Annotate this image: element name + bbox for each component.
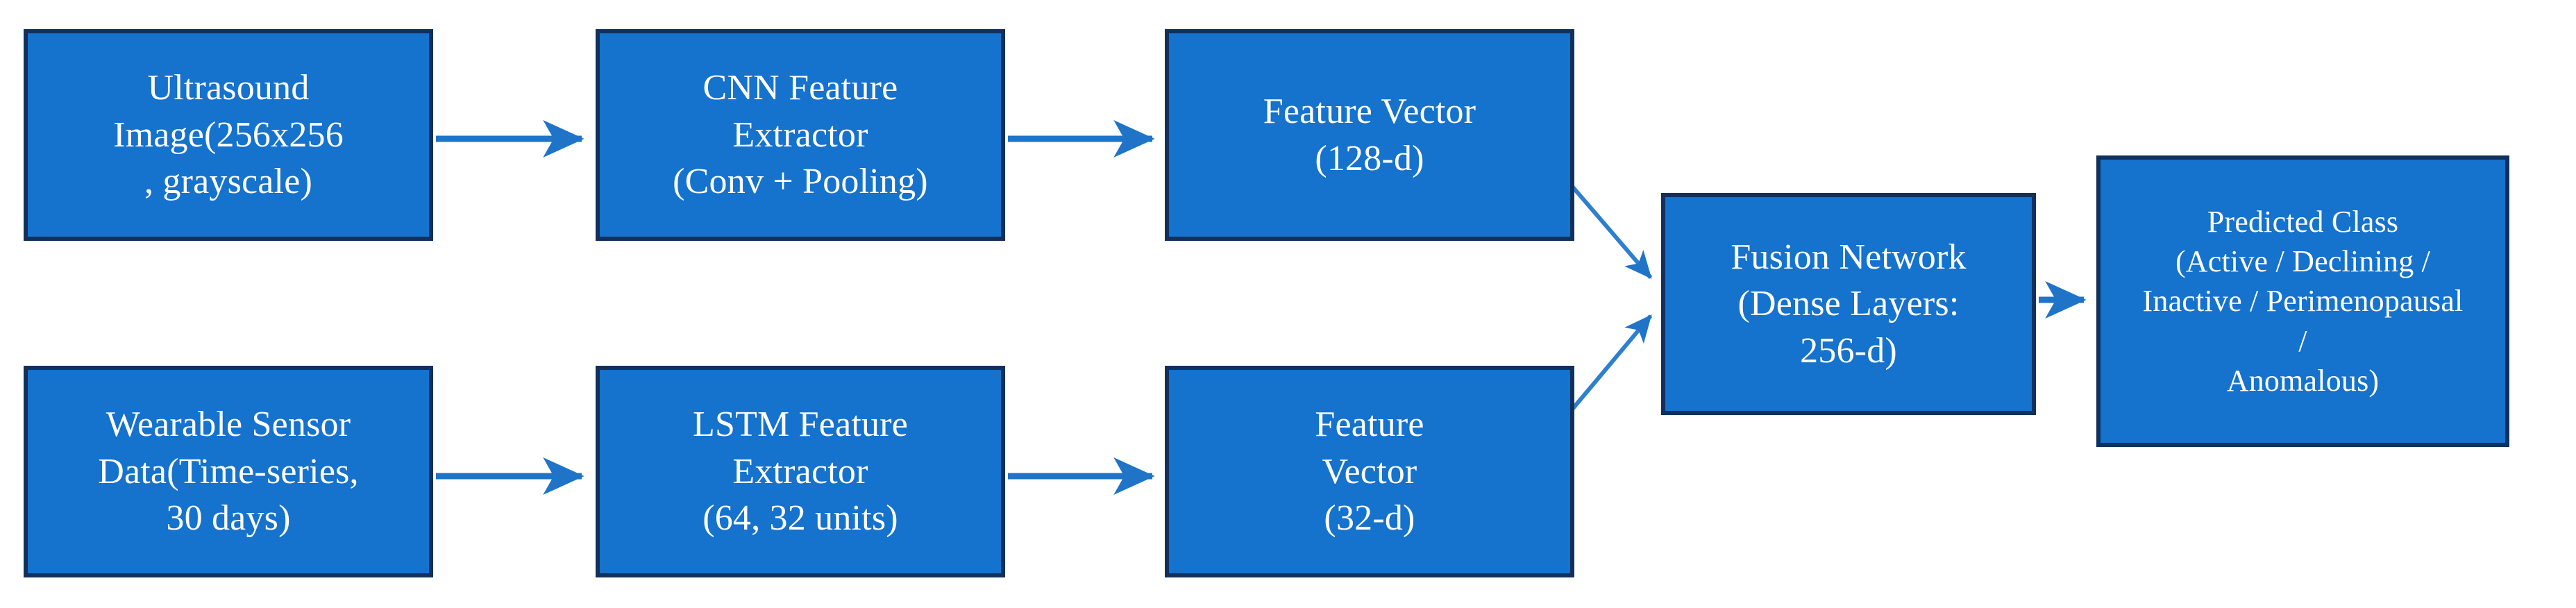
node-wearable-sensor-data-label: Wearable Sensor Data(Time-series, 30 day… (98, 405, 359, 539)
node-feature-vector-128[interactable]: Feature Vector (128-d) (1165, 29, 1574, 241)
node-ultrasound-image-label: Ultrasound Image(256x256 , grayscale) (113, 68, 344, 202)
node-lstm-feature-extractor[interactable]: LSTM Feature Extractor (64, 32 units) (596, 366, 1005, 577)
node-lstm-feature-extractor-label: LSTM Feature Extractor (64, 32 units) (692, 405, 908, 539)
node-fusion-network[interactable]: Fusion Network (Dense Layers: 256-d) (1661, 193, 2036, 415)
node-predicted-class[interactable]: Predicted Class (Active / Declining / In… (2096, 155, 2509, 447)
node-cnn-feature-extractor-label: CNN Feature Extractor (Conv + Pooling) (673, 68, 928, 202)
node-fusion-network-label: Fusion Network (Dense Layers: 256-d) (1731, 237, 1967, 371)
node-feature-vector-32-label: Feature Vector (32-d) (1315, 405, 1424, 539)
node-feature-vector-128-label: Feature Vector (128-d) (1263, 91, 1476, 178)
node-ultrasound-image[interactable]: Ultrasound Image(256x256 , grayscale) (24, 29, 433, 241)
node-wearable-sensor-data[interactable]: Wearable Sensor Data(Time-series, 30 day… (24, 366, 433, 577)
node-cnn-feature-extractor[interactable]: CNN Feature Extractor (Conv + Pooling) (596, 29, 1005, 241)
node-predicted-class-label: Predicted Class (Active / Declining / In… (2142, 205, 2464, 398)
node-feature-vector-32[interactable]: Feature Vector (32-d) (1165, 366, 1574, 577)
